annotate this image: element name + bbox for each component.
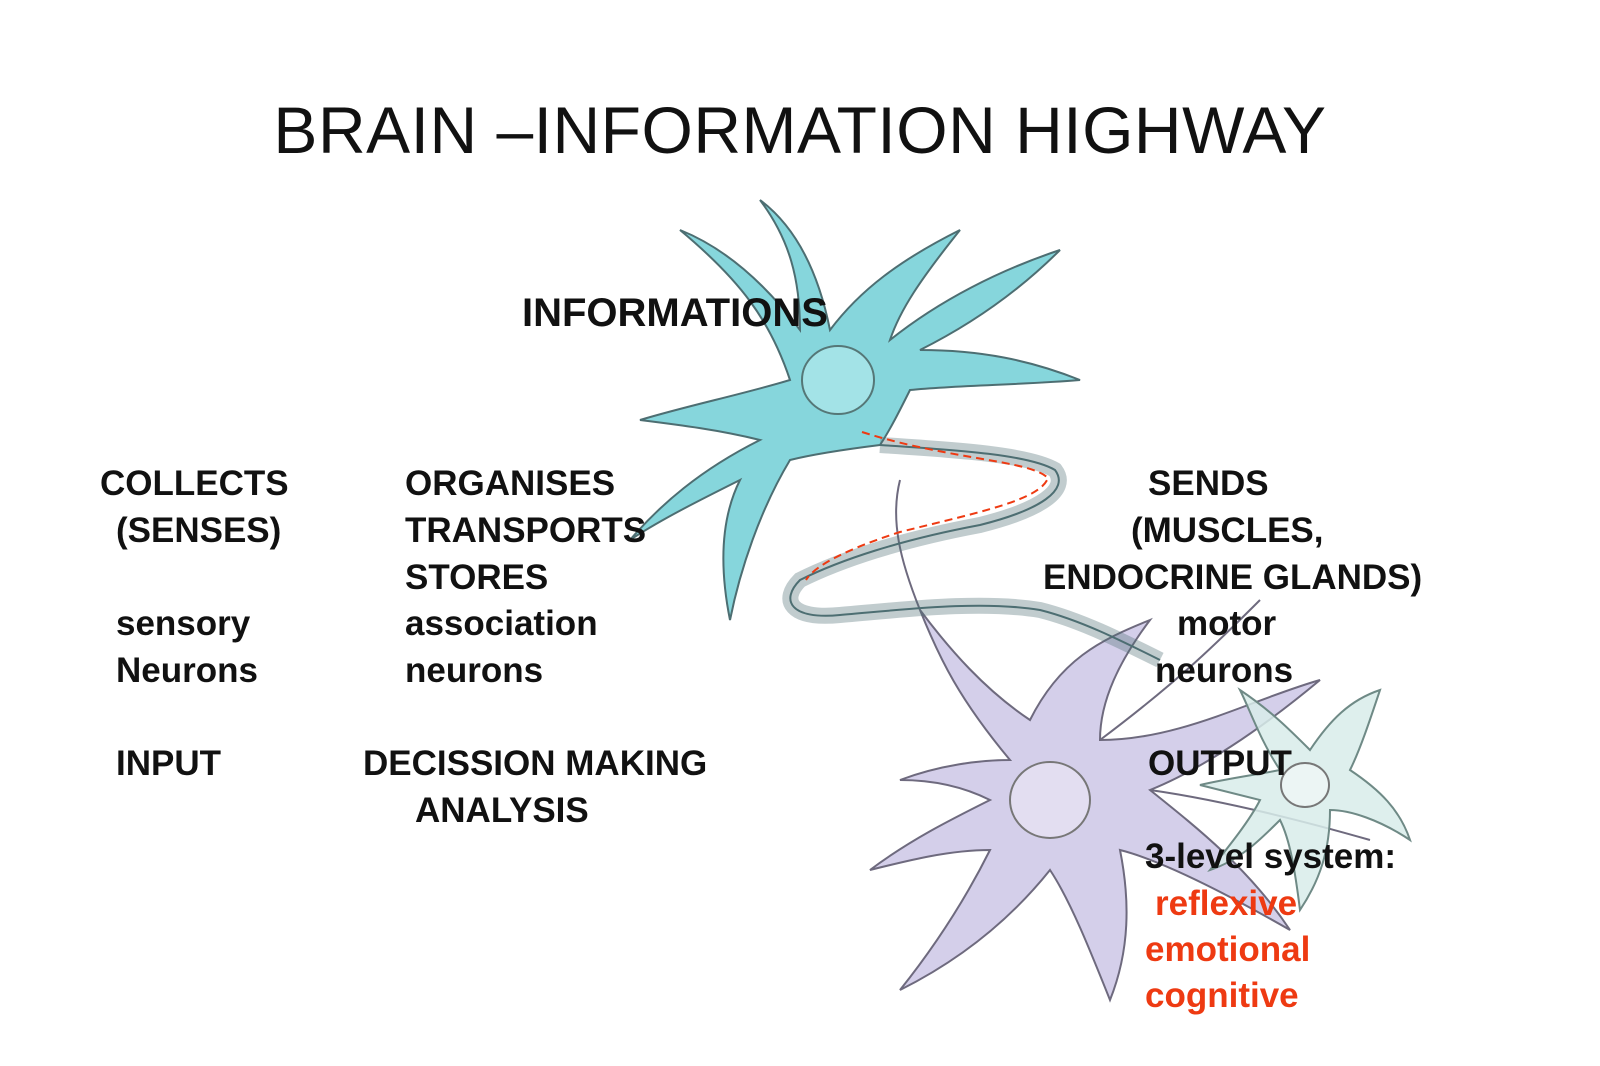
- processing-action-1: ORGANISES: [405, 464, 616, 503]
- processing-neuron-1: association: [405, 604, 598, 643]
- processing-action-2: TRANSPORTS: [405, 511, 647, 550]
- page-title: BRAIN –INFORMATION HIGHWAY: [273, 93, 1327, 167]
- input-role: INPUT: [116, 744, 221, 783]
- level-emotional: emotional: [1145, 930, 1311, 969]
- level-reflexive: reflexive: [1155, 884, 1298, 923]
- output-neuron-2: neurons: [1155, 651, 1294, 690]
- association-neuron-drawing: [629, 199, 1164, 668]
- output-neuron-1: motor: [1177, 604, 1277, 643]
- processing-action-3: STORES: [405, 558, 549, 597]
- output-action-3: ENDOCRINE GLANDS): [1043, 558, 1423, 597]
- input-action-1: COLLECTS: [100, 464, 289, 503]
- processing-role-2: ANALYSIS: [415, 791, 589, 830]
- input-action-2: (SENSES): [116, 511, 282, 550]
- processing-neuron-2: neurons: [405, 651, 544, 690]
- output-role: OUTPUT: [1148, 744, 1292, 783]
- input-neuron-2: Neurons: [116, 651, 258, 690]
- motor-neuron-drawing: [869, 479, 1371, 1003]
- small-neuron-drawing: [1199, 687, 1412, 913]
- center-label: INFORMATIONS: [522, 291, 828, 335]
- processing-role-1: DECISSION MAKING: [363, 744, 708, 783]
- level-cognitive: cognitive: [1145, 976, 1299, 1015]
- input-neuron-1: sensory: [116, 604, 251, 643]
- levels-heading: 3-level system:: [1145, 837, 1396, 876]
- output-action-1: SENDS: [1148, 464, 1269, 503]
- output-action-2: (MUSCLES,: [1131, 511, 1324, 550]
